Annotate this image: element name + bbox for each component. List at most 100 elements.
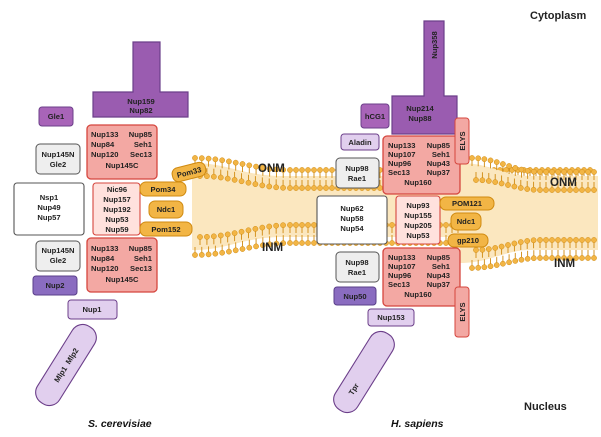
lipid-icon (219, 244, 225, 256)
lipid-icon (311, 180, 317, 191)
yeast-nup145n-bottom-1: Nup145N (42, 246, 75, 255)
lipid-icon (585, 250, 591, 261)
lipid-icon (204, 168, 210, 180)
lipid-icon (443, 222, 449, 233)
human-cyto-sec13: Sec13 (388, 168, 410, 177)
lipid-icon (287, 222, 293, 233)
nup153-box (367, 308, 415, 327)
nup62-label: Nup62 (340, 204, 363, 213)
lipid-icon (567, 182, 573, 193)
lipid-icon (591, 182, 597, 193)
lipid-icon (512, 165, 519, 176)
lipid-icon (231, 171, 238, 183)
lipid-icon (512, 252, 519, 264)
lipid-icon (475, 155, 482, 167)
nic96-label: Nic96 (107, 185, 127, 194)
lipid-icon (469, 260, 475, 271)
yeast-nuc-nup85: Nup85 (129, 244, 153, 253)
lipid-icon (473, 247, 479, 258)
gle1-box (38, 106, 74, 127)
lipid-icon (280, 166, 287, 178)
human-nup98-bottom (335, 251, 380, 283)
lipid-icon (293, 222, 299, 233)
lipid-icon (299, 222, 305, 233)
lipid-icon (389, 235, 395, 246)
lipid-icon (555, 169, 561, 180)
lipid-icon (511, 178, 518, 190)
cytoplasm-label: Cytoplasm (530, 10, 586, 22)
lipid-icon (543, 169, 549, 180)
yeast-cyto-nup85: Nup85 (129, 130, 153, 139)
nup57-label: Nup57 (37, 213, 60, 222)
human-nuc-nup160: Nup160 (404, 290, 431, 299)
lipid-icon (266, 178, 273, 190)
human-cyto-seh1: Seh1 (432, 150, 451, 159)
lipid-icon (329, 180, 335, 191)
lipid-icon (530, 181, 537, 193)
lipid-icon (537, 182, 543, 193)
lipid-icon (524, 238, 531, 249)
human-cyto-nup107: Nup107 (388, 150, 415, 159)
lipid-icon (498, 243, 505, 255)
lipid-icon (591, 169, 597, 180)
lipid-icon (204, 233, 210, 245)
human-species-label: H. sapiens (391, 418, 444, 430)
lipid-icon (573, 182, 579, 193)
lipid-icon (505, 177, 511, 188)
lipid-icon (485, 172, 492, 184)
lipid-icon (524, 181, 531, 192)
lipid-icon (567, 237, 573, 248)
hcg1-label: hCG1 (365, 112, 386, 121)
lipid-icon (273, 166, 280, 178)
lipid-icon (549, 237, 555, 248)
lipid-icon (273, 179, 280, 191)
pom152-label: Pom152 (151, 225, 180, 234)
lipid-icon (305, 180, 311, 191)
lipid-icon (299, 180, 305, 191)
lipid-icon (389, 222, 395, 233)
human-cyto-nup160: Nup160 (404, 178, 431, 187)
lipid-icon (524, 250, 531, 262)
lipid-icon (266, 165, 273, 177)
human-nuc-nup96: Nup96 (388, 271, 411, 280)
lipid-icon (469, 155, 475, 166)
lipid-icon (475, 259, 482, 271)
lipid-icon (524, 168, 531, 179)
lipid-icon (231, 230, 238, 242)
lipid-icon (549, 250, 555, 261)
lipid-icon (205, 155, 212, 167)
lipid-icon (481, 259, 488, 271)
lipid-icon (252, 226, 259, 237)
lipid-icon (280, 179, 286, 191)
lipid-icon (561, 182, 567, 193)
lipid-icon (579, 237, 585, 248)
nup82-label: Nup82 (129, 106, 152, 115)
nup50-box (333, 286, 377, 306)
yeast-nup145n-bottom (35, 240, 81, 272)
lipid-icon (517, 239, 524, 251)
lipid-icon (192, 247, 198, 258)
lipid-icon (555, 237, 561, 248)
nup93-label: Nup93 (406, 201, 429, 210)
pom121-box (439, 196, 495, 211)
lipid-icon (549, 169, 555, 180)
yeast-onm-label: ONM (258, 163, 285, 175)
lipid-icon (266, 236, 273, 248)
yeast-cyto-nup84: Nup84 (91, 140, 115, 149)
lipid-icon (280, 235, 287, 247)
lipid-icon (287, 167, 293, 178)
lipid-icon (246, 239, 253, 251)
lipid-icon (259, 224, 266, 236)
lipid-icon (311, 235, 317, 246)
lipid-icon (323, 167, 329, 178)
nsp1-complex (13, 182, 85, 236)
human-onm-label: ONM (550, 177, 577, 189)
lipid-icon (299, 235, 305, 246)
nup2-label: Nup2 (46, 281, 65, 290)
lipid-icon (239, 241, 246, 252)
lipid-icon (591, 250, 597, 261)
lipid-icon (498, 175, 505, 187)
pom34-label: Pom34 (151, 185, 177, 194)
lipid-icon (492, 245, 499, 256)
